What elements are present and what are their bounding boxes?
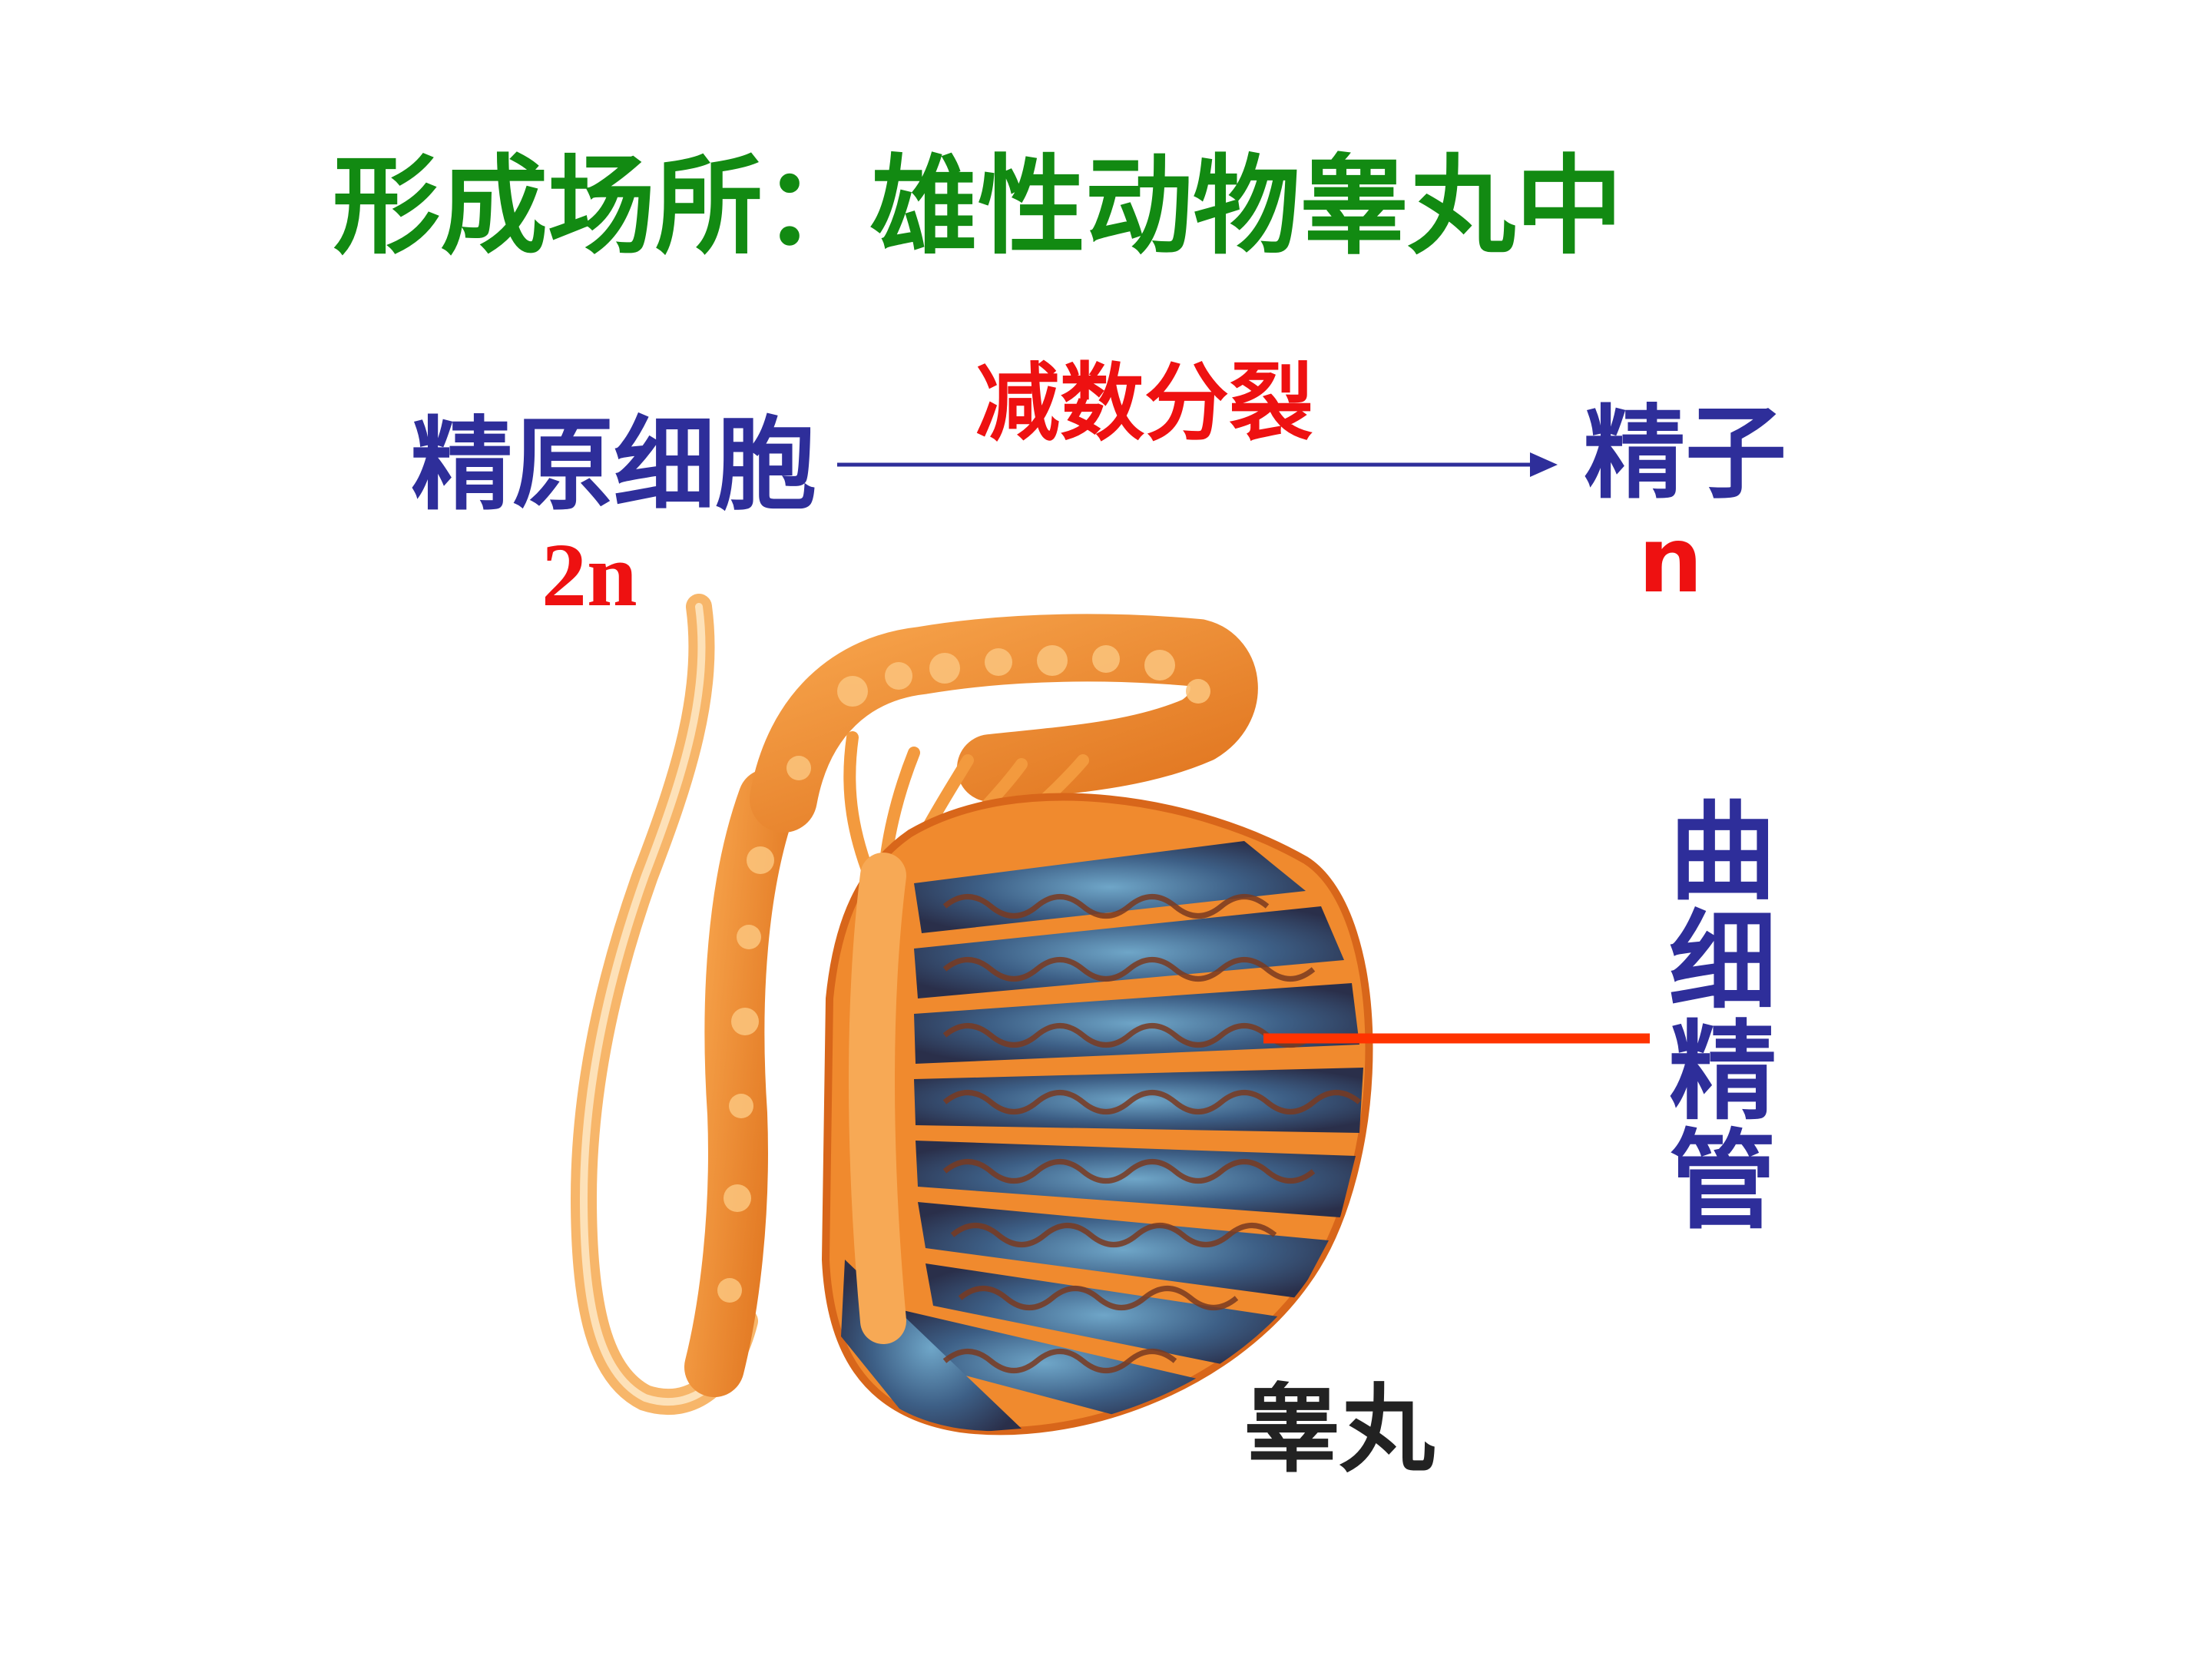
organ-label: 睾丸 <box>1244 1375 1435 1485</box>
product-cell-label: 精子 <box>1584 395 1786 513</box>
product-ploidy: n <box>1638 507 1704 613</box>
source-cell-label: 精原细胞 <box>411 406 816 525</box>
tubule-label: 曲细精管 <box>1668 790 1777 1245</box>
slide-title: 形成场所：雄性动物睾丸中 <box>333 144 1624 270</box>
process-label: 减数分裂 <box>975 354 1313 452</box>
seminiferous-lobules <box>841 841 1363 1432</box>
process-arrow <box>837 452 1558 477</box>
source-ploidy: 2n <box>541 525 637 625</box>
